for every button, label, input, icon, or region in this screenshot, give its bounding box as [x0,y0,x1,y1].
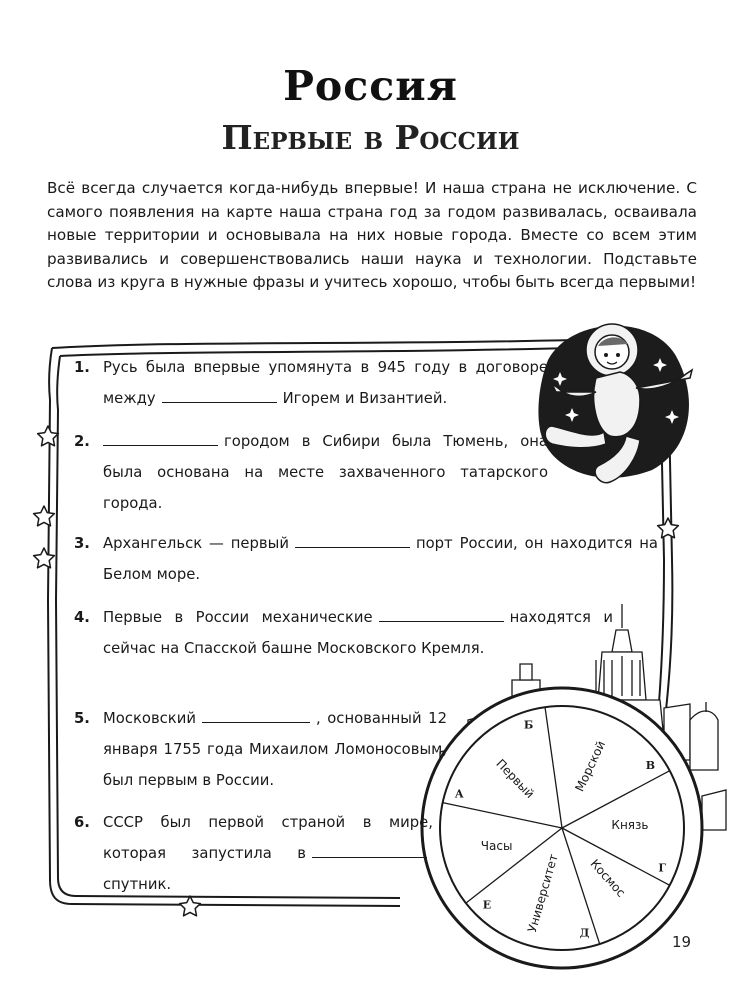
question-number: 6. [74,814,90,831]
page-number: 19 [672,933,692,951]
question-text-part: Первые в России механические [103,609,373,626]
page-title: Россия [283,62,458,110]
question-text-part: , основанный 12 января 1755 года Михаило… [103,710,447,789]
wheel-word: Князь [611,818,648,832]
answer-blank[interactable] [161,389,277,403]
answer-blank[interactable] [312,844,427,858]
question-text: городом в Сибири была Тюмень, она была о… [103,426,548,519]
wheel-divider [442,801,563,829]
wheel-letter: Б [524,718,533,731]
astronaut-illustration [538,323,694,484]
question-number: 5. [74,710,90,727]
wheel-letter: Е [483,899,491,912]
answer-blank[interactable] [103,432,218,446]
answer-blank[interactable] [201,709,310,723]
question-text-part: СССР был первой страной в мире, которая … [103,814,433,862]
question-number: 1. [74,359,90,376]
frame-stars [32,425,680,917]
wheel-letter: А [455,788,464,801]
question-text-part: Московский [103,710,196,727]
question-text-part: Игорем и Византией. [282,390,448,407]
answer-blank[interactable] [294,534,410,548]
question-item: 2. городом в Сибири была Тюмень, она была… [74,426,548,519]
question-text: СССР был первой страной в мире, которая … [103,807,433,900]
question-text: Московский, основанный 12 января 1755 го… [103,703,447,796]
question-number: 4. [74,609,90,626]
question-text-part: Архангельск — первый [103,535,289,552]
wheel-divider [561,827,601,945]
wheel-divider [561,770,671,829]
intro-paragraph: Всё всегда случается когда-нибудь впервы… [47,179,697,291]
answer-blank[interactable] [378,608,504,622]
question-text-part: находятся и сейчас на Спасской башне Мос… [103,609,613,657]
question-item: 5. Московский, основанный 12 января 1755 … [74,703,447,796]
wheel-word: Часы [481,839,513,853]
question-text-part: городом в Сибири была Тюмень, она была о… [103,433,548,512]
question-text-part: спутник. [103,876,172,893]
wheel-divider [561,827,671,886]
wheel-divider [465,827,563,904]
question-item: 1. Русь была впервые упомянута в 945 году… [74,352,548,414]
question-text: Русь была впервые упомянута в 945 году в… [103,352,548,414]
wheel-letter: В [646,759,655,772]
wheel-letter: Д [580,927,590,940]
question-item: 6. СССР был первой страной в мире, котора… [74,807,433,900]
page-subtitle: Первые в России [221,118,520,157]
wheel-letter: Г [658,861,666,874]
question-text-part: Русь была впервые упомянута в 945 году в… [103,359,548,407]
question-number: 3. [74,535,90,552]
question-number: 2. [74,433,90,450]
wheel-divider [544,707,563,829]
question-text-part: порт России, он находится на Белом море. [103,535,658,583]
